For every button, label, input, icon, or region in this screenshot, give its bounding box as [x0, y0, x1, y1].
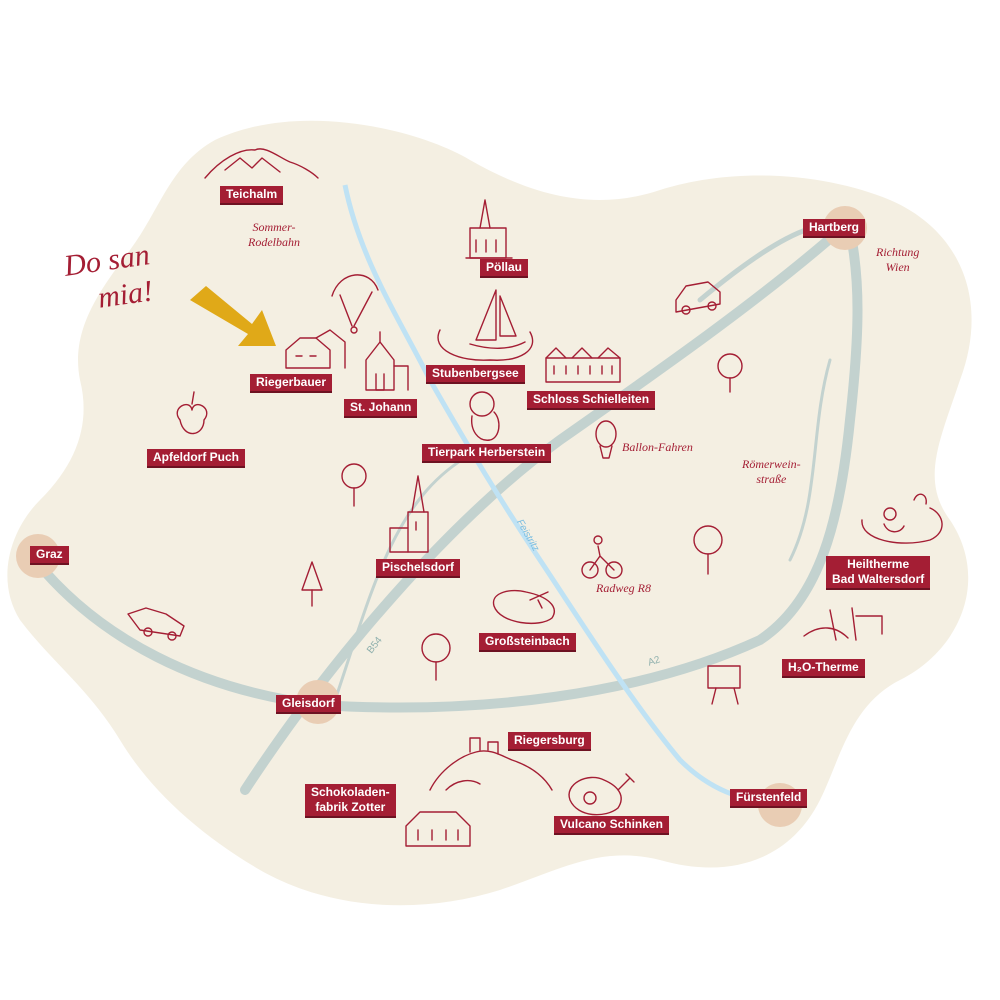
chapel-icon [365, 331, 409, 391]
farmhouse-icon [285, 329, 346, 369]
tree-icon-3 [421, 633, 451, 681]
place-gleisdorf[interactable]: Gleisdorf [276, 695, 341, 714]
castle-icon [545, 347, 621, 383]
lion-icon [469, 391, 500, 441]
zotter-line-1: Schokoladen- [311, 785, 390, 799]
note-richtung-wien-line-1: Richtung [876, 245, 920, 259]
tree-icon-5 [717, 353, 743, 393]
place-fuerstenfeld[interactable]: Fürstenfeld [730, 789, 808, 808]
factory-icon [405, 811, 471, 847]
car-icon [675, 281, 721, 315]
paraglider-icon [331, 274, 379, 334]
note-sommer-rodelbahn-line-1: Sommer- [252, 220, 296, 234]
place-graz[interactable]: Graz [30, 546, 69, 565]
zotter-line-2: fabrik Zotter [315, 800, 386, 814]
heiltherme-line-2: Bad Waltersdorf [832, 572, 925, 586]
place-teichalm[interactable]: Teichalm [220, 186, 284, 205]
place-hartberg[interactable]: Hartberg [803, 219, 866, 238]
swimmer-icon [861, 493, 943, 544]
note-radweg-r8: Radweg R8 [596, 581, 651, 595]
road-pischelsdorf [328, 453, 472, 717]
note-richtung-wien-line-2: Wien [885, 260, 910, 274]
sailboat-icon [437, 289, 534, 361]
note-sommer-rodelbahn-line-2: Rodelbahn [248, 235, 300, 249]
note-roemerweinstrasse-line-2: straße [756, 472, 787, 486]
place-st-johann[interactable]: St. Johann [344, 399, 418, 418]
place-poellau[interactable]: Pöllau [480, 259, 529, 278]
note-roemerweinstrasse: Römerwein- straße [742, 457, 801, 487]
road-roemer [788, 358, 832, 562]
car-icon-2 [127, 607, 185, 641]
river-feistritz [342, 184, 781, 808]
place-schokoladenfabrik-zotter[interactable]: Schokoladen- fabrik Zotter [305, 784, 396, 818]
waterslide-icon [803, 607, 883, 641]
church-tower-icon [389, 475, 429, 553]
tree-icon [341, 463, 367, 507]
place-heiltherme-bad-waltersdorf[interactable]: Heiltherme Bad Waltersdorf [826, 556, 931, 590]
ham-icon [568, 773, 635, 816]
pond-icon [492, 589, 555, 625]
arrow-icon [190, 286, 276, 346]
mountain-icon [204, 148, 319, 179]
road-b54 [240, 225, 845, 795]
road-graz-gleisdorf [30, 555, 325, 710]
place-grosssteinbach[interactable]: Großsteinbach [479, 633, 576, 652]
church-icon [465, 199, 513, 259]
note-sommer-rodelbahn: Sommer- Rodelbahn [248, 220, 300, 250]
place-tierpark-herberstein[interactable]: Tierpark Herberstein [422, 444, 552, 463]
place-schloss-schielleiten[interactable]: Schloss Schielleiten [527, 391, 656, 410]
place-pischelsdorf[interactable]: Pischelsdorf [376, 559, 461, 578]
place-riegerbauer[interactable]: Riegerbauer [250, 374, 333, 393]
note-richtung-wien: Richtung Wien [876, 245, 919, 275]
cyclist-icon [581, 535, 623, 579]
note-roemerweinstrasse-line-1: Römerwein- [742, 457, 801, 471]
tree-icon-2 [301, 561, 323, 607]
signboard-icon [707, 665, 741, 705]
heiltherme-line-1: Heiltherme [847, 557, 910, 571]
place-stubenbergsee[interactable]: Stubenbergsee [426, 365, 525, 384]
tree-icon-4 [693, 525, 723, 575]
note-ballon-fahren: Ballon-Fahren [622, 440, 693, 454]
place-apfeldorf-puch[interactable]: Apfeldorf Puch [147, 449, 245, 468]
hilltop-castle-icon [429, 737, 553, 791]
place-h2o-therme[interactable]: H₂O-Therme [782, 659, 865, 678]
place-vulcano-schinken[interactable]: Vulcano Schinken [554, 816, 669, 835]
apple-icon [176, 391, 208, 435]
highway-roads [30, 222, 863, 795]
hot-air-balloon-icon [595, 420, 617, 459]
place-riegersburg[interactable]: Riegersburg [508, 732, 591, 751]
road-a2 [315, 225, 863, 713]
